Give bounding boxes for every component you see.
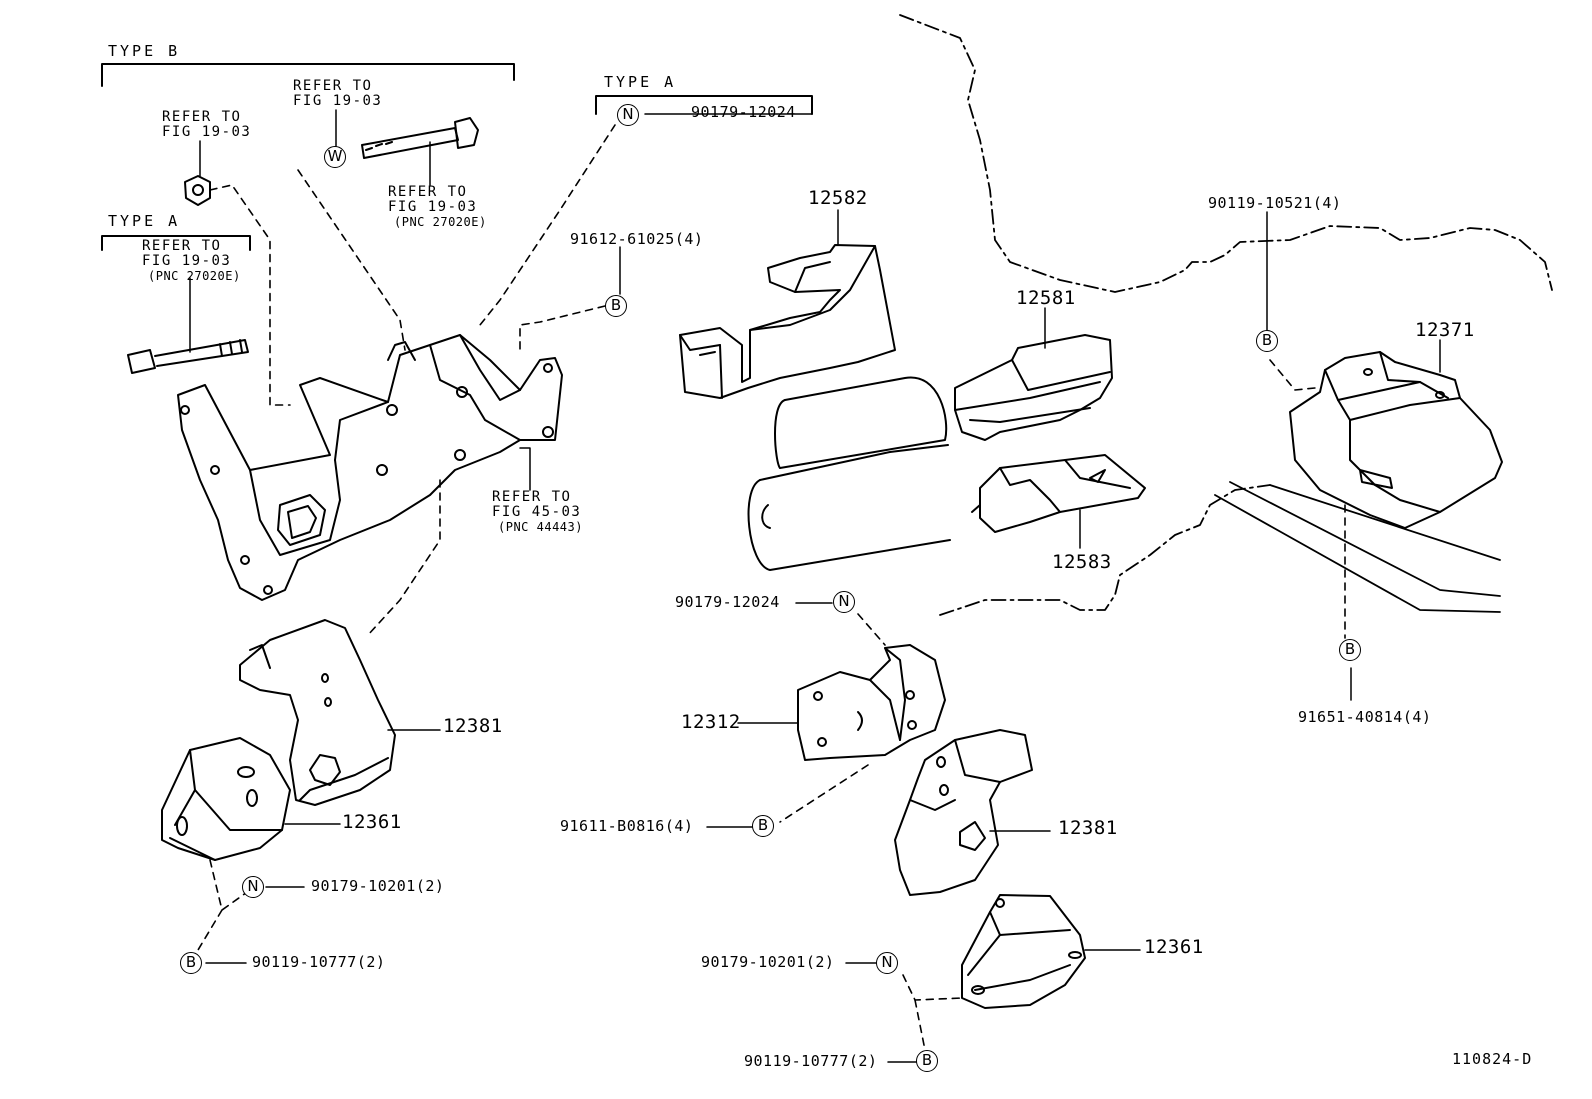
part-number-12581[interactable]: 12581 [1016,287,1076,309]
bolt-type-b-upper [361,117,479,159]
insulator-12361-left [161,737,291,861]
part-number-12361-left[interactable]: 12361 [342,811,402,833]
part-number-12381-right[interactable]: 12381 [1058,817,1118,839]
engine-mount-bracket-left [177,334,563,601]
nut-symbol-left: N [242,876,264,898]
bolt-symbol-left: B [180,952,202,974]
nut-symbol-right: N [876,952,898,974]
part-number-12381-left[interactable]: 12381 [443,715,503,737]
leader-lines-left [189,109,621,491]
part-number-90119-10521[interactable]: 90119-10521(4) [1208,194,1342,212]
part-number-12361-right[interactable]: 12361 [1144,936,1204,958]
type-a-left-label: TYPE A [108,212,181,230]
part-number-12371[interactable]: 12371 [1415,319,1475,341]
bolt-symbol-right-top: B [1256,330,1278,352]
nut-symbol-top: N [617,104,639,126]
part-12582 [679,244,896,399]
washer-symbol: W [324,146,346,168]
crossmember-insulator-12371 [1289,351,1503,529]
bolt-symbol-right: B [916,1050,938,1072]
bolt-symbol-right-bottom: B [1339,639,1361,661]
insulator-12361-right [961,894,1086,1009]
part-12583 [971,454,1146,533]
nut-small-left [184,175,211,206]
bracket-12312 [797,644,946,761]
type-a-bracket-line-top [595,95,813,115]
type-a-top-label: TYPE A [604,73,677,91]
part-number-91651-40814[interactable]: 91651-40814(4) [1298,708,1432,726]
transmission-outline [899,14,1553,616]
bolt-symbol-mid: B [752,815,774,837]
cylinder-body [747,376,951,571]
type-a-bracket-line-left [101,235,251,251]
part-number-12582[interactable]: 12582 [808,187,868,209]
nut-symbol-mid: N [833,591,855,613]
part-number-90179-10201-right[interactable]: 90179-10201(2) [701,953,835,971]
insulator-12381-left [239,619,396,806]
bolt-symbol-top: B [605,295,627,317]
part-number-91612-61025[interactable]: 91612-61025(4) [570,230,704,248]
dashed-guides-left [194,124,616,956]
part-number-90179-10201-left[interactable]: 90179-10201(2) [311,877,445,895]
insulator-12381-right [894,729,1033,896]
leader-lines-right [205,113,1441,1063]
frame-rail-lines [1214,481,1501,613]
part-number-91611-b0816[interactable]: 91611-B0816(4) [560,817,694,835]
part-number-12312[interactable]: 12312 [681,711,741,733]
part-number-90179-12024-top[interactable]: 90179-12024 [691,103,796,121]
dashed-guides-right [779,359,1346,1051]
type-b-label: TYPE B [108,42,181,60]
part-number-90119-10777-right[interactable]: 90119-10777(2) [744,1052,878,1070]
part-12581 [954,334,1113,441]
bolt-type-a-left [127,339,249,374]
part-number-90179-12024-mid[interactable]: 90179-12024 [675,593,780,611]
part-number-12583[interactable]: 12583 [1052,551,1112,573]
figure-code: 110824-D [1452,1050,1533,1068]
part-number-90119-10777-left[interactable]: 90119-10777(2) [252,953,386,971]
type-b-bracket-line [101,63,515,87]
